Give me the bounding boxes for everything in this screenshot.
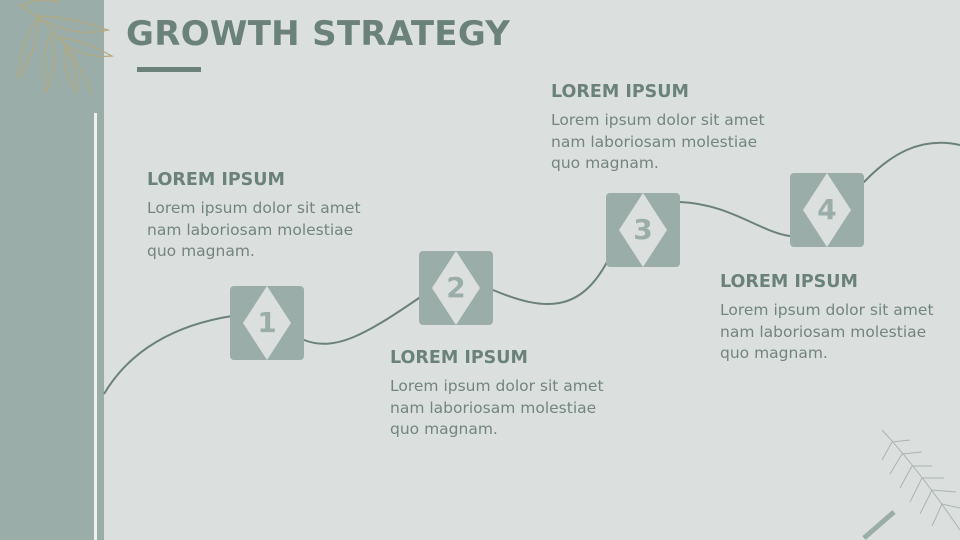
sidebar-vertical-line — [94, 113, 97, 540]
step-1-text: Lorem ipsum dolor sit amet nam laboriosa… — [147, 199, 361, 260]
step-1-heading: LOREM IPSUM — [147, 170, 285, 190]
step-4-heading: LOREM IPSUM — [720, 272, 858, 292]
step-1-marker: 1 — [230, 286, 304, 360]
step-2-marker: 2 — [419, 251, 493, 325]
page-title: GROWTH STRATEGY — [126, 14, 511, 54]
step-3-heading: LOREM IPSUM — [551, 82, 689, 102]
step-3-text: Lorem ipsum dolor sit amet nam laboriosa… — [551, 111, 765, 172]
palm-leaf-icon — [862, 429, 960, 540]
step-4-number: 4 — [817, 193, 837, 226]
leaf-branch-icon — [17, 0, 115, 95]
step-3-number: 3 — [633, 213, 653, 246]
sidebar-panel — [0, 0, 104, 540]
step-4-text: Lorem ipsum dolor sit amet nam laboriosa… — [720, 301, 934, 362]
step-2-heading: LOREM IPSUM — [390, 348, 528, 368]
title-underline — [137, 67, 201, 72]
step-3-marker: 3 — [606, 193, 680, 267]
step-1-number: 1 — [257, 306, 277, 339]
step-4-marker: 4 — [790, 173, 864, 247]
step-2-number: 2 — [446, 271, 466, 304]
step-2-text: Lorem ipsum dolor sit amet nam laboriosa… — [390, 377, 604, 438]
